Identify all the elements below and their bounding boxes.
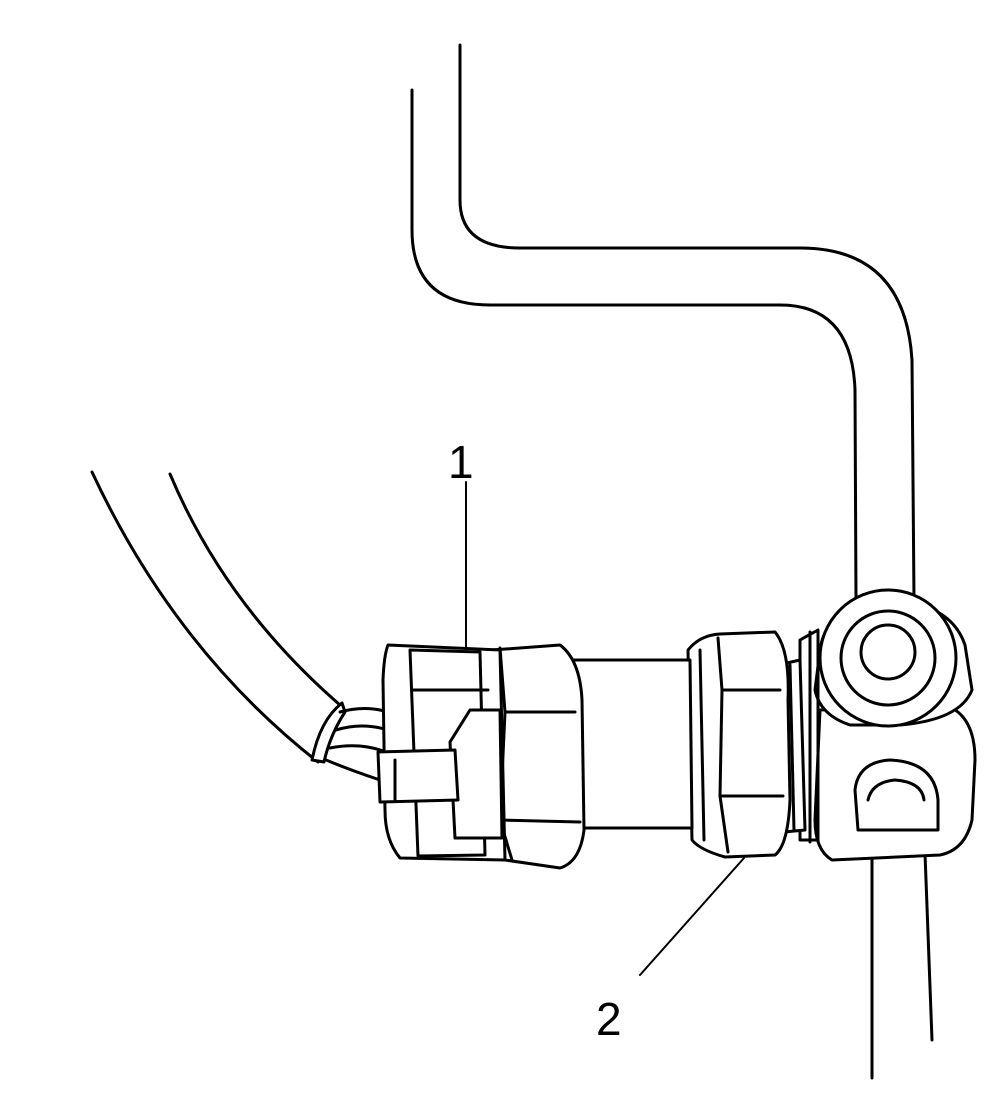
callout-2: 2 [596,993,622,1045]
callout-1: 1 [448,436,474,488]
callout-2-leader [639,857,745,976]
electrical-connector [376,643,507,862]
tee-fitting [798,588,977,862]
wire-harness [90,470,390,782]
hex-nut [686,630,792,859]
upper-fuel-line [410,43,916,602]
sensor-body [568,658,694,830]
